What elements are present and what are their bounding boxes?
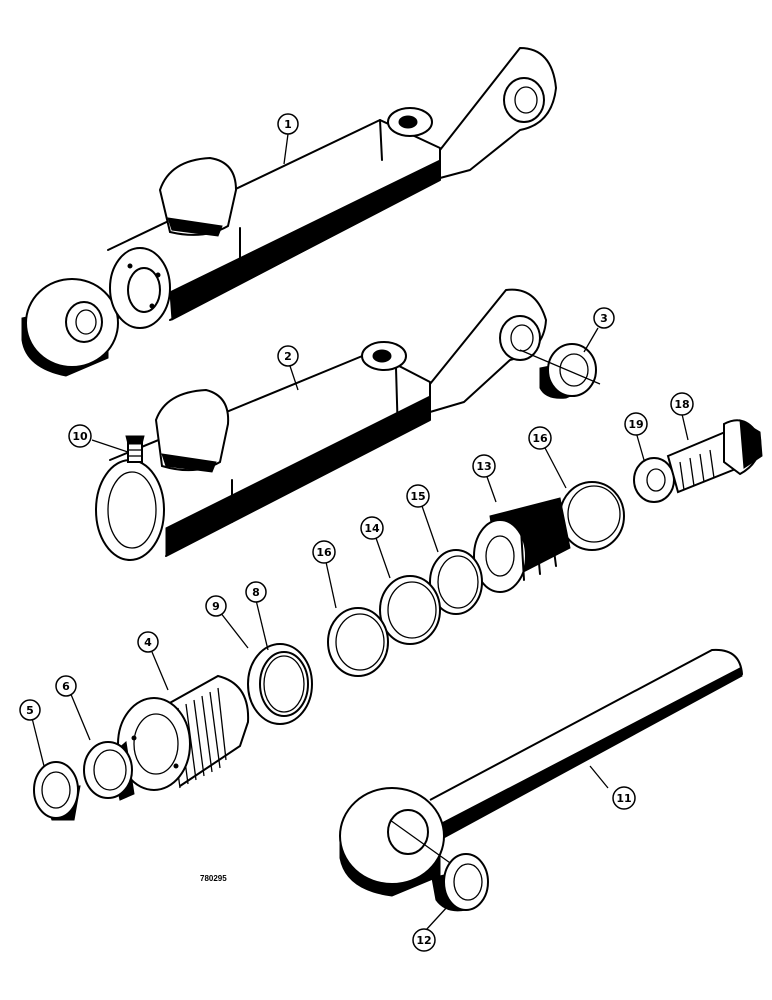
svg-text:3: 3 — [600, 312, 608, 325]
figure-id: 780295 — [200, 874, 227, 883]
svg-text:5: 5 — [26, 704, 34, 717]
callout-16-left: 16 — [312, 540, 336, 564]
callout-1: 1 — [277, 113, 299, 135]
svg-text:19: 19 — [628, 418, 643, 431]
callout-9: 9 — [205, 595, 227, 617]
callout-15: 15 — [406, 484, 430, 508]
bushing-part-12 — [431, 853, 489, 912]
svg-text:4: 4 — [144, 636, 152, 649]
callout-10: 10 — [68, 424, 92, 448]
svg-text:15: 15 — [410, 490, 425, 503]
o-ring-parts-8-9 — [247, 643, 313, 725]
callout-6: 6 — [55, 675, 77, 697]
leader-lines — [31, 133, 689, 931]
cylinder-assembly-part-1 — [21, 47, 557, 377]
svg-text:8: 8 — [252, 586, 260, 599]
callout-14: 14 — [360, 516, 384, 540]
svg-text:12: 12 — [416, 934, 431, 947]
piston-rod-part-11 — [339, 648, 744, 897]
callout-5: 5 — [19, 699, 41, 721]
seal-part-5 — [33, 761, 81, 821]
seal-ring-part-16-left — [327, 607, 389, 677]
ring-part-15 — [429, 549, 483, 615]
grease-fitting-part-10 — [125, 435, 145, 463]
svg-text:16: 16 — [532, 432, 548, 445]
callout-13: 13 — [472, 454, 496, 478]
svg-text:6: 6 — [62, 680, 70, 693]
callout-16-right: 16 — [528, 426, 552, 450]
callout-19: 19 — [624, 412, 648, 436]
wiper-part-6 — [83, 741, 135, 801]
svg-text:14: 14 — [364, 522, 380, 535]
callout-4: 4 — [137, 631, 159, 653]
seal-ring-part-16-right — [559, 481, 625, 551]
piston-part-13 — [473, 497, 571, 593]
ring-part-14 — [379, 575, 441, 645]
callout-18: 18 — [670, 392, 694, 416]
svg-text:10: 10 — [72, 430, 88, 443]
washer-part-19 — [633, 457, 675, 503]
svg-text:11: 11 — [616, 792, 631, 805]
svg-text:18: 18 — [674, 398, 689, 411]
rod-eye-left — [21, 278, 119, 377]
bushing-part-3 — [519, 343, 601, 399]
callout-12: 12 — [412, 928, 436, 952]
svg-text:9: 9 — [212, 600, 220, 613]
callout-2: 2 — [277, 345, 299, 367]
callout-3: 3 — [593, 307, 615, 329]
svg-text:13: 13 — [476, 460, 491, 473]
bolt-part-18 — [666, 419, 763, 494]
svg-text:16: 16 — [316, 546, 332, 559]
cylinder-barrel-part-2 — [95, 288, 547, 561]
callout-8: 8 — [245, 581, 267, 603]
svg-text:1: 1 — [284, 118, 292, 131]
callout-11: 11 — [612, 786, 636, 810]
svg-text:2: 2 — [284, 350, 292, 363]
gland-part-4 — [117, 674, 250, 791]
